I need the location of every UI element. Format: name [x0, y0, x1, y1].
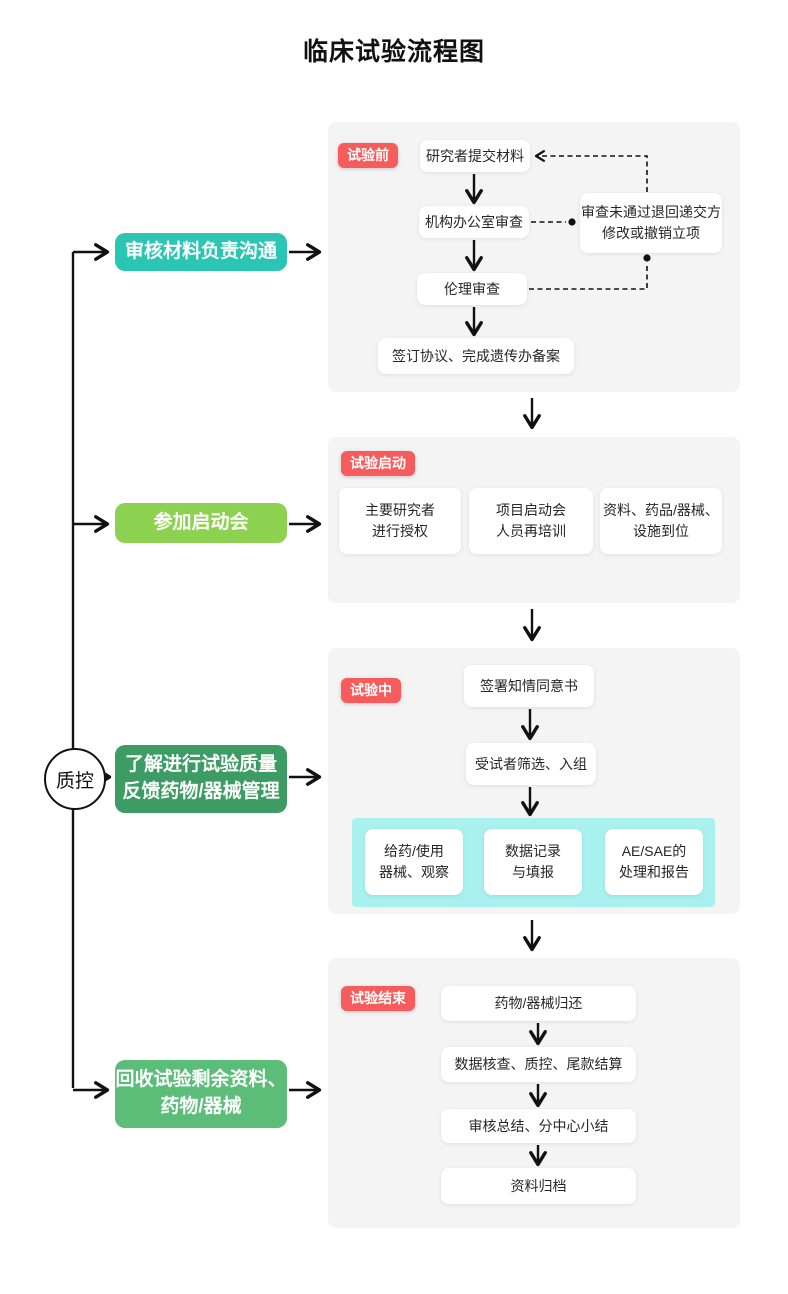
- node-label-line2: 修改或撤销立项: [602, 225, 700, 241]
- qc-label: 质控: [55, 770, 94, 792]
- step-label: 审核材料负责沟通: [124, 240, 277, 262]
- step-label-line1: 回收试验剩余资料、: [115, 1069, 287, 1091]
- step-attend-kickoff: 参加启动会: [115, 503, 287, 543]
- node-kickoff-retraining: 项目启动会 人员再培训: [469, 488, 593, 554]
- node-data-recording: 数据记录 与填报: [484, 829, 582, 895]
- page-title: 临床试验流程图: [302, 38, 485, 66]
- node-label: 机构办公室审查: [425, 213, 523, 230]
- node-data-check-settlement: 数据核查、质控、尾款结算: [441, 1047, 636, 1082]
- node-label-line2: 器械、观察: [379, 864, 449, 880]
- step-quality-feedback: 了解进行试验质量 反馈药物/器械管理: [115, 745, 287, 813]
- step-review-materials: 审核材料负责沟通: [115, 233, 287, 271]
- node-label-line1: 审查未通过退回递交方: [581, 204, 721, 220]
- node-label: 数据核查、质控、尾款结算: [454, 1056, 623, 1072]
- badge-trial-start: 试验启动: [341, 451, 415, 476]
- node-reject-note: 审查未通过退回递交方 修改或撤销立项: [580, 193, 722, 253]
- node-label: 签署知情同意书: [480, 677, 578, 694]
- node-ae-sae-reporting: AE/SAE的 处理和报告: [605, 829, 703, 895]
- node-dosing-observation: 给药/使用 器械、观察: [365, 829, 463, 895]
- node-label-line2: 人员再培训: [496, 523, 566, 539]
- step-label: 参加启动会: [153, 511, 249, 533]
- node-supplies-in-place: 资料、药品/器械、 设施到位: [600, 488, 722, 554]
- step-label-line1: 了解进行试验质量: [124, 754, 277, 776]
- node-subject-screening: 受试者筛选、入组: [466, 743, 596, 785]
- badge-in-trial: 试验中: [341, 678, 401, 703]
- node-submit-materials: 研究者提交材料: [420, 140, 530, 172]
- step-recover-remaining: 回收试验剩余资料、 药物/器械: [115, 1060, 287, 1128]
- dashed-dot-1: [568, 218, 576, 226]
- node-label-line1: AE/SAE的: [621, 843, 687, 859]
- node-label-line1: 资料、药品/器械、: [603, 502, 719, 518]
- badge-trial-end: 试验结束: [341, 986, 415, 1011]
- step-label-line2: 反馈药物/器械管理: [122, 781, 280, 802]
- step-label-line2: 药物/器械: [160, 1096, 242, 1117]
- node-label: 受试者筛选、入组: [475, 755, 587, 772]
- node-office-review: 机构办公室审查: [419, 206, 529, 238]
- node-label-line1: 项目启动会: [496, 502, 566, 518]
- node-label: 资料归档: [510, 1177, 567, 1194]
- node-label-line1: 数据记录: [505, 843, 561, 859]
- node-archive-documents: 资料归档: [441, 1168, 636, 1204]
- node-sign-agreement: 签订协议、完成遗传办备案: [378, 338, 574, 374]
- node-label-line1: 给药/使用: [384, 843, 444, 859]
- dashed-note-to-submit: [534, 150, 648, 192]
- badge-pre-trial: 试验前: [338, 143, 398, 168]
- node-drug-device-return: 药物/器械归还: [441, 986, 636, 1021]
- node-label-line2: 进行授权: [372, 523, 428, 539]
- node-pi-authorization: 主要研究者 进行授权: [339, 488, 461, 554]
- node-label-line2: 与填报: [512, 864, 554, 880]
- node-label: 审核总结、分中心小结: [468, 1117, 609, 1134]
- node-label: 研究者提交材料: [426, 147, 524, 164]
- node-informed-consent: 签署知情同意书: [464, 665, 594, 707]
- node-label: 签订协议、完成遗传办备案: [392, 347, 560, 364]
- node-label-line1: 主要研究者: [365, 502, 435, 518]
- node-summary-review: 审核总结、分中心小结: [441, 1109, 636, 1143]
- dashed-ethics-to-note: [529, 264, 648, 290]
- node-label: 药物/器械归还: [494, 995, 583, 1011]
- node-label-line2: 设施到位: [633, 523, 689, 539]
- node-label-line2: 处理和报告: [619, 864, 689, 880]
- node-label: 伦理审查: [444, 280, 500, 297]
- qc-circle: 质控: [44, 748, 106, 810]
- node-ethics-review: 伦理审查: [417, 273, 527, 305]
- dashed-dot-2: [643, 254, 651, 262]
